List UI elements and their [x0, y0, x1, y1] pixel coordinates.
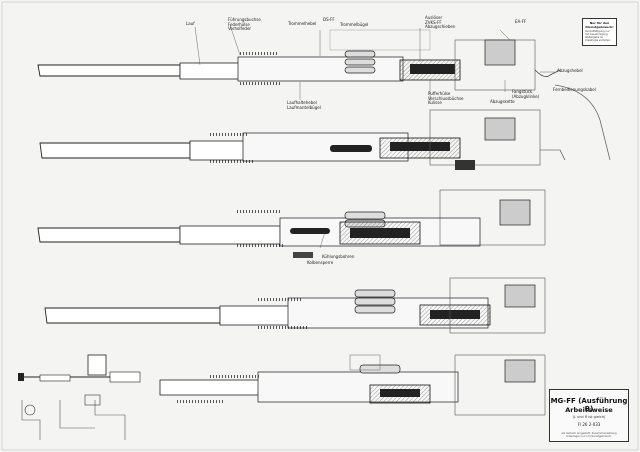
- figure-3-weapon: [37, 189, 546, 258]
- label-pufferhuelse-group: Pufferhülse Verschlussbüchse Kulisse: [428, 91, 464, 106]
- label-laufhaltehebel: Laufhaltehebel: [287, 100, 317, 105]
- label-fuehrungsbuchse-group: Führungsbuchse Federhülse Vorholfeder: [228, 17, 261, 32]
- label-lauf: Lauf: [186, 21, 195, 26]
- label-abzugskette: Abzugskette: [490, 99, 515, 104]
- label-kolbensperre: Kolbensperre: [307, 260, 334, 265]
- figure-2-weapon: [39, 109, 566, 170]
- notice-title: Nur für den Dienstgebrauch!: [585, 21, 614, 29]
- figure-5-weapon: [159, 354, 546, 416]
- label-fangstueck: Fangstück: [512, 89, 533, 94]
- label-fangstueck-group: Fangstück (Abzugklinke): [512, 89, 540, 99]
- label-abzugshebel: Abzugshebel: [557, 68, 583, 73]
- overview-schematic: [18, 354, 141, 440]
- label-fuehrungsbuchse: Führungsbuchse: [228, 17, 261, 22]
- restriction-notice-box: Nur für den Dienstgebrauch! Vervielfälti…: [582, 18, 617, 46]
- drawing-title: MG-FF (Ausführung B): [550, 397, 628, 413]
- leader-lines: [194, 24, 555, 249]
- label-abzugschieben: Abzugschieben: [425, 24, 456, 30]
- label-federhuelse: Federhülse: [228, 21, 250, 27]
- label-ds-ff: DS-FF: [323, 17, 335, 22]
- label-ladehebel-group: Laufhaltehebel Laufmantelbügel: [287, 100, 321, 110]
- drawing-subtitle: Arbeitsweise: [565, 406, 613, 414]
- label-verschlussbuechse: Verschlussbüchse: [428, 95, 464, 101]
- label-vorholfeder: Vorholfeder: [228, 26, 252, 32]
- label-ausloeser: Auslöser: [425, 15, 443, 20]
- label-laufmantelbuegel: Laufmantelbügel: [287, 104, 321, 110]
- figure-4-weapon: [44, 277, 546, 334]
- document-number: Fl 26 2-033: [577, 422, 601, 427]
- label-kulisse: Kulisse: [428, 100, 442, 106]
- label-zvks-ff: ZVKS-FF: [425, 19, 442, 25]
- title-block: MG-FF (Ausführung B) Arbeitsweise (L und…: [549, 389, 629, 442]
- label-kuehlungsbohren: Kühlungsbohren: [322, 254, 355, 259]
- notice-text: Vervielfältigung nur mit Genehmigung. We…: [585, 30, 611, 42]
- label-abzugklinke: (Abzugklinke): [512, 93, 540, 99]
- label-trommelhebel: Trommelhebel: [288, 21, 317, 26]
- title-block-footer: Als Geheim eingestuft. Zusammenstellung …: [561, 432, 617, 438]
- figure-1-weapon: [37, 29, 611, 161]
- drawing-note: (L und R ist gleich): [572, 415, 606, 419]
- label-ea-ff: EA-FF: [515, 19, 527, 24]
- label-fernbedienungskabel: Fernbedienungskabel: [553, 87, 596, 92]
- label-trommelbuegel: Trommelbügel: [340, 22, 369, 27]
- label-ausloeser-group: Auslöser ZVKS-FF Abzugschieben: [425, 15, 456, 30]
- label-pufferhuelse: Pufferhülse: [428, 91, 451, 96]
